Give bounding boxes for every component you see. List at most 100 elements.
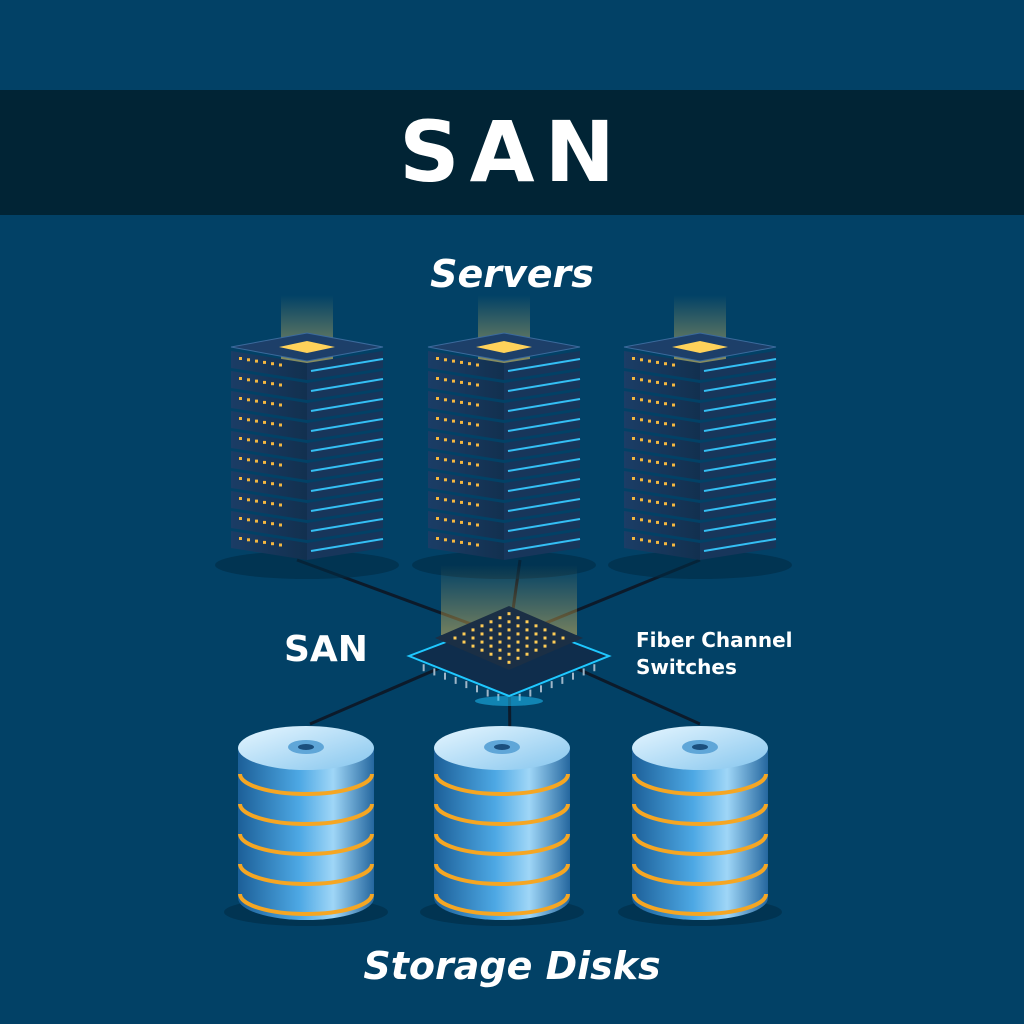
switch-chip-dot [489,636,493,640]
storage-disk [420,726,584,926]
server-led [476,403,479,407]
server-led [255,379,258,383]
server-unit [428,431,581,460]
switch-chip-dot [462,640,466,644]
server-unit-edge-light [310,478,384,492]
server-led [632,357,635,360]
server-unit [624,451,777,480]
server-led [444,518,447,522]
switch-chip-dot [516,632,520,636]
server-led [444,418,447,422]
server-led [436,417,439,420]
server-unit-edge-light [507,398,581,412]
server-led [632,457,635,460]
server-unit-left-face [428,391,504,420]
server-led [672,363,675,367]
server-unit [231,431,384,460]
server-led [460,400,463,404]
server-unit-left-face [624,411,700,440]
switch-chip-dot [489,620,493,624]
server-led [468,402,471,406]
server-unit-edge-light [310,498,384,512]
switch-chip-dot [561,636,565,640]
server-unit [428,411,581,440]
server-led [632,377,635,380]
server-led [271,402,274,406]
server-unit-left-face [231,351,307,380]
disk-orange-ring [238,863,374,886]
server-unit-edge-light [703,498,777,512]
server-unit-edge-light [507,538,581,552]
disk-orange-ring [434,803,570,826]
server-led [263,500,266,504]
server-unit-left-face [231,391,307,420]
server-led [648,399,651,403]
server-unit [231,411,384,440]
server-led [656,440,659,444]
switch-chip-dot [480,624,484,628]
server-led [664,502,667,506]
server-unit-edge-light [703,538,777,552]
server-led [648,359,651,363]
switch-chip-dot [552,632,556,636]
disk-orange-ring [434,833,570,856]
server-led [444,458,447,462]
switch-chip-dot [516,624,520,628]
server-led [255,519,258,523]
server-led [239,477,242,480]
server-led [247,418,250,422]
server-unit [624,411,777,440]
server-unit-left-face [428,371,504,400]
server-unit-edge-light [703,478,777,492]
server-led [263,460,266,464]
server-led [476,523,479,527]
server-unit-left-face [428,471,504,500]
switch-chip-dot [525,652,529,656]
switch-underglow [475,696,543,706]
server-unit-edge-light [703,438,777,452]
server-led [452,439,455,443]
server-led [460,380,463,384]
server-unit [624,531,777,560]
server-led [640,378,643,382]
server-led [664,462,667,466]
disk-orange-ring [238,833,374,856]
server-led [239,437,242,440]
switch-chip-dot [489,628,493,632]
server-led [664,442,667,446]
server-unit [428,531,581,560]
server-unit [624,511,777,540]
server-shadow [215,551,399,579]
server-led [255,439,258,443]
server-led [640,438,643,442]
switch-chip-dot [498,616,502,620]
server-led [255,419,258,423]
server-led [632,477,635,480]
server-led [263,480,266,484]
switch-chip-dot [507,620,511,624]
switch-chip-dot [462,632,466,636]
server-led [436,477,439,480]
switch-chip-dot [471,644,475,648]
server-unit-edge-light [310,518,384,532]
server-led [279,443,282,447]
disk-orange-ring [632,833,768,856]
server-unit-left-face [624,371,700,400]
disk-orange-ring [238,893,374,916]
server-led [452,539,455,543]
switch-chip-dot [552,640,556,644]
server-unit-left-face [624,511,700,540]
server-led [664,362,667,366]
server-led [271,442,274,446]
servers-heading: Servers [430,252,594,296]
server-shadow [608,551,792,579]
server-unit-edge-light [703,458,777,472]
server-unit [231,491,384,520]
server-led [255,399,258,403]
server-led [672,483,675,487]
server-unit-left-face [624,431,700,460]
server-led [468,442,471,446]
server-led [239,497,242,500]
switch-chip-dot [498,648,502,652]
title-band [0,90,1024,215]
